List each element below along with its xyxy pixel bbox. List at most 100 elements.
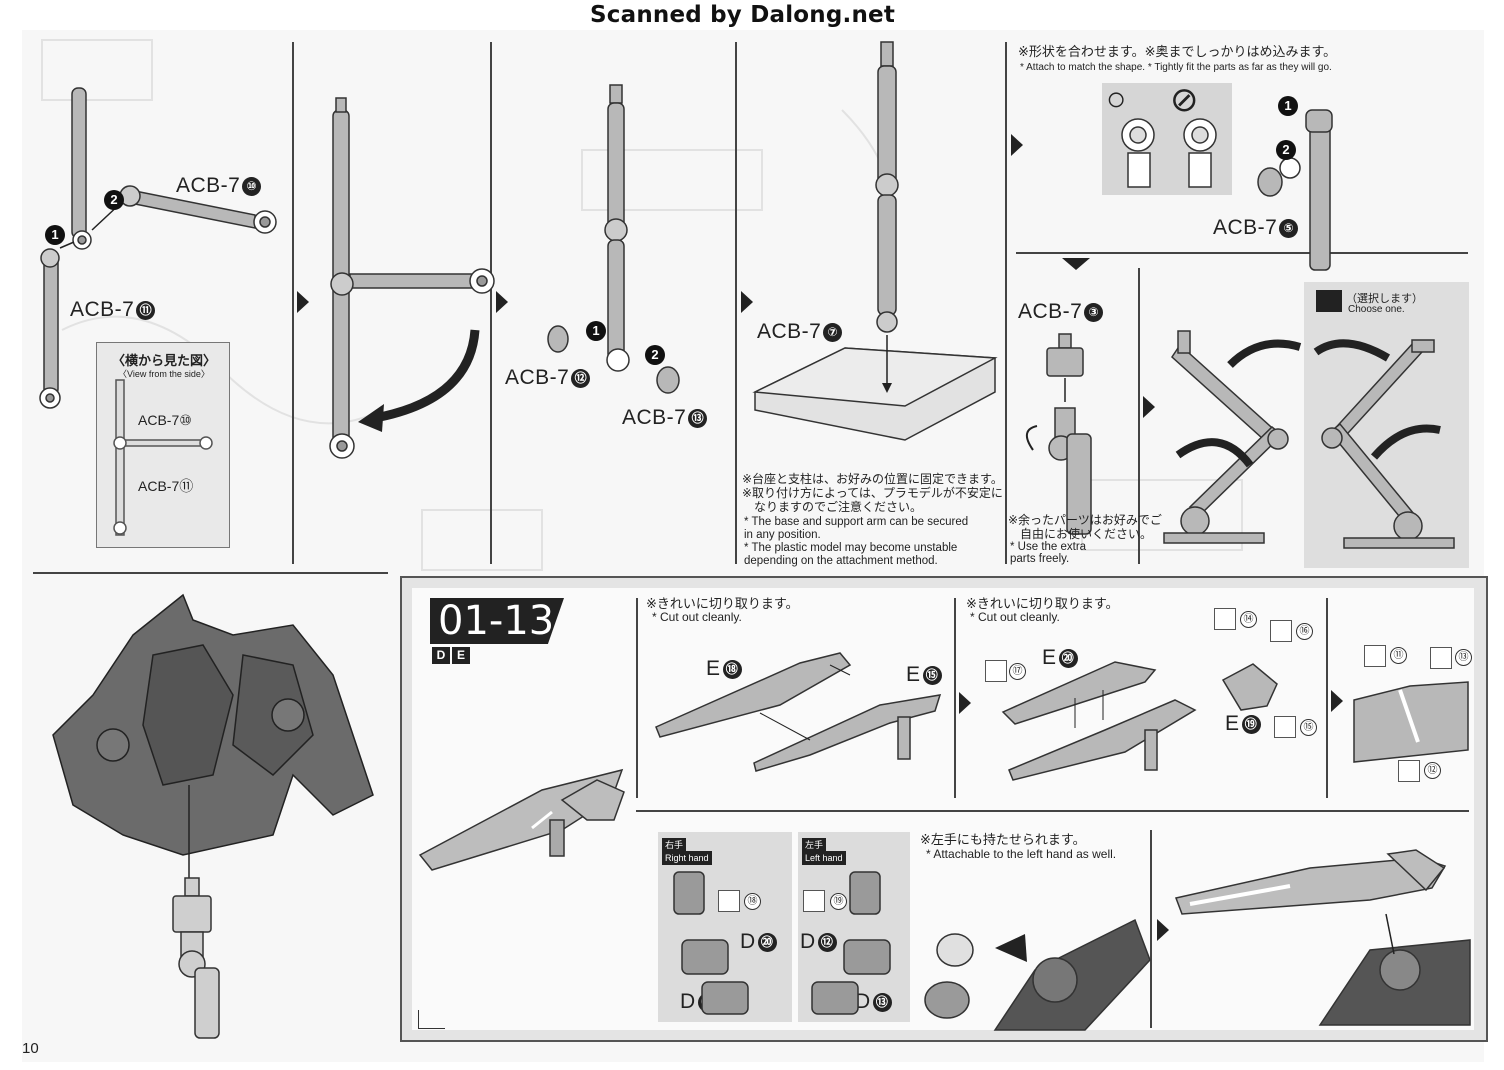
- base-note-jp-1: ※台座と支柱は、お好みの位置に固定できます。: [742, 472, 1003, 486]
- weapon-divider-h: [636, 810, 1469, 812]
- left-tag-chip: [803, 890, 825, 912]
- base-note-jp-3: なりますのでご注意ください。: [742, 500, 923, 514]
- choose-one-box: [1304, 282, 1469, 568]
- scan-credit: Scanned by Dalong.net: [590, 2, 896, 28]
- left-hand-parts: [811, 871, 891, 1015]
- next-arrow-2: [496, 291, 508, 313]
- ng-symbol: ⊘: [1170, 81, 1199, 119]
- order-1-dot: 1: [45, 225, 65, 245]
- runner-tag-d: D: [432, 647, 450, 664]
- left-hand-label-en: Left hand: [802, 851, 846, 865]
- next-arrow-1: [297, 291, 309, 313]
- arm-fold-illustration: [329, 97, 495, 459]
- stand-base-illustration: [752, 41, 998, 441]
- order-1-dot-step3: 1: [586, 321, 606, 341]
- header-bar: [0, 0, 1504, 30]
- arm-parts-illustration: [39, 87, 277, 409]
- sub3-arrow: [1331, 690, 1343, 712]
- tag-chip-12: [1398, 760, 1420, 782]
- fit-note-jp: ※形状を合わせます。※奥までしっかりはめ込みます。: [1018, 44, 1337, 59]
- order-2-dot-step3: 2: [645, 345, 665, 365]
- down-arrow: [1062, 258, 1090, 270]
- choose-icon: [1316, 290, 1342, 312]
- tag-chip-17: [985, 660, 1007, 682]
- side-view-title: 〈横から見た図〉: [112, 353, 217, 368]
- divider-2: [490, 42, 492, 564]
- base-note-en-2: in any position.: [744, 529, 821, 541]
- weapon-divider-1: [636, 598, 638, 798]
- page-number: 10: [22, 1040, 39, 1057]
- right-hand-parts: [673, 871, 749, 1015]
- right-tag-chip: [718, 890, 740, 912]
- left-tag-19: ⑲: [830, 893, 847, 910]
- sub1-note-en: * Cut out cleanly.: [652, 610, 742, 624]
- sub1-note-jp: ※きれいに切り取ります。: [646, 596, 799, 611]
- tag-17: ⑰: [1009, 663, 1026, 680]
- weapon-divider-2: [954, 598, 956, 798]
- extra-note-jp-2: 自由にお使いください。: [1008, 527, 1153, 541]
- base-note-en-3: * The plastic model may become unstable: [744, 542, 958, 554]
- tag-chip-11: [1364, 645, 1386, 667]
- divider-3: [735, 42, 737, 564]
- side-view-label-bottom: ACB-7⑪: [138, 478, 194, 494]
- weapon-in-hand-illustration: [1174, 849, 1471, 1026]
- right-hand-label-en: Right hand: [662, 851, 712, 865]
- tag-13: ⑬: [1455, 649, 1472, 666]
- divider-4: [1005, 42, 1007, 564]
- tag-14: ⑭: [1240, 611, 1257, 628]
- ball-joint-illustration: [1257, 109, 1333, 271]
- stand-connector-closeup: [172, 877, 220, 1039]
- sub4-note-jp: ※左手にも持たせられます。: [920, 832, 1086, 847]
- base-note-jp-2: ※取り付け方によっては、プラモデルが不安定に: [742, 486, 1003, 500]
- ok-symbol: ○: [1106, 80, 1127, 118]
- pose-b-illustration: [1313, 339, 1455, 549]
- sub2-note-jp: ※きれいに切り取ります。: [966, 596, 1119, 611]
- step-number-badge: 01-13: [430, 598, 564, 644]
- side-view-subtitle: 〈View from the side〉: [118, 369, 210, 379]
- extra-note-en-2: parts freely.: [1010, 553, 1070, 565]
- weapon-closeup-illustration: [1353, 681, 1469, 763]
- divider-bottom-left: [33, 572, 388, 574]
- side-view-label-top: ACB-7⑩: [138, 412, 192, 428]
- sub2-note-en: * Cut out cleanly.: [970, 610, 1060, 624]
- side-view-diagram: [113, 379, 213, 536]
- connector-illustration: [1026, 333, 1092, 535]
- divider-h-right: [1016, 252, 1468, 254]
- tag-16: ⑯: [1296, 623, 1313, 640]
- next-arrow-3: [741, 291, 753, 313]
- order-1-dot-step5: 1: [1278, 96, 1298, 116]
- choose-jp: （選択します）: [1346, 293, 1423, 305]
- fit-note-en: * Attach to match the shape. * Tightly f…: [1020, 62, 1332, 73]
- order-2-dot: 2: [104, 190, 124, 210]
- divider-1: [292, 42, 294, 564]
- pose-a-illustration: [1163, 330, 1302, 544]
- tag-chip-16: [1270, 620, 1292, 642]
- left-hand-label-jp: 左手: [802, 838, 827, 852]
- next-arrow-4: [1011, 134, 1023, 156]
- tag-chip-15: [1274, 716, 1296, 738]
- weapon-divider-3: [1326, 598, 1328, 798]
- tag-11: ⑪: [1390, 647, 1407, 664]
- weapon-halves-illustration: [655, 652, 942, 772]
- sub2-arrow: [959, 692, 971, 714]
- right-tag-18: ⑱: [744, 893, 761, 910]
- choose-en: Choose one.: [1348, 304, 1405, 315]
- sub4-note-en: * Attachable to the left hand as well.: [926, 847, 1117, 861]
- right-hand-label-jp: 右手: [662, 838, 687, 852]
- ok-ng-diagram: [1121, 118, 1217, 188]
- weapon-assembly-illustration: [1001, 661, 1278, 781]
- hand-grip-illustration: [924, 918, 1151, 1031]
- order-2-dot-step5: 2: [1276, 140, 1296, 160]
- runner-tag-e: E: [452, 647, 470, 664]
- completed-weapon-illustration: [418, 768, 625, 871]
- extra-note-jp-1: ※余ったパーツはお好みでご: [1008, 513, 1162, 527]
